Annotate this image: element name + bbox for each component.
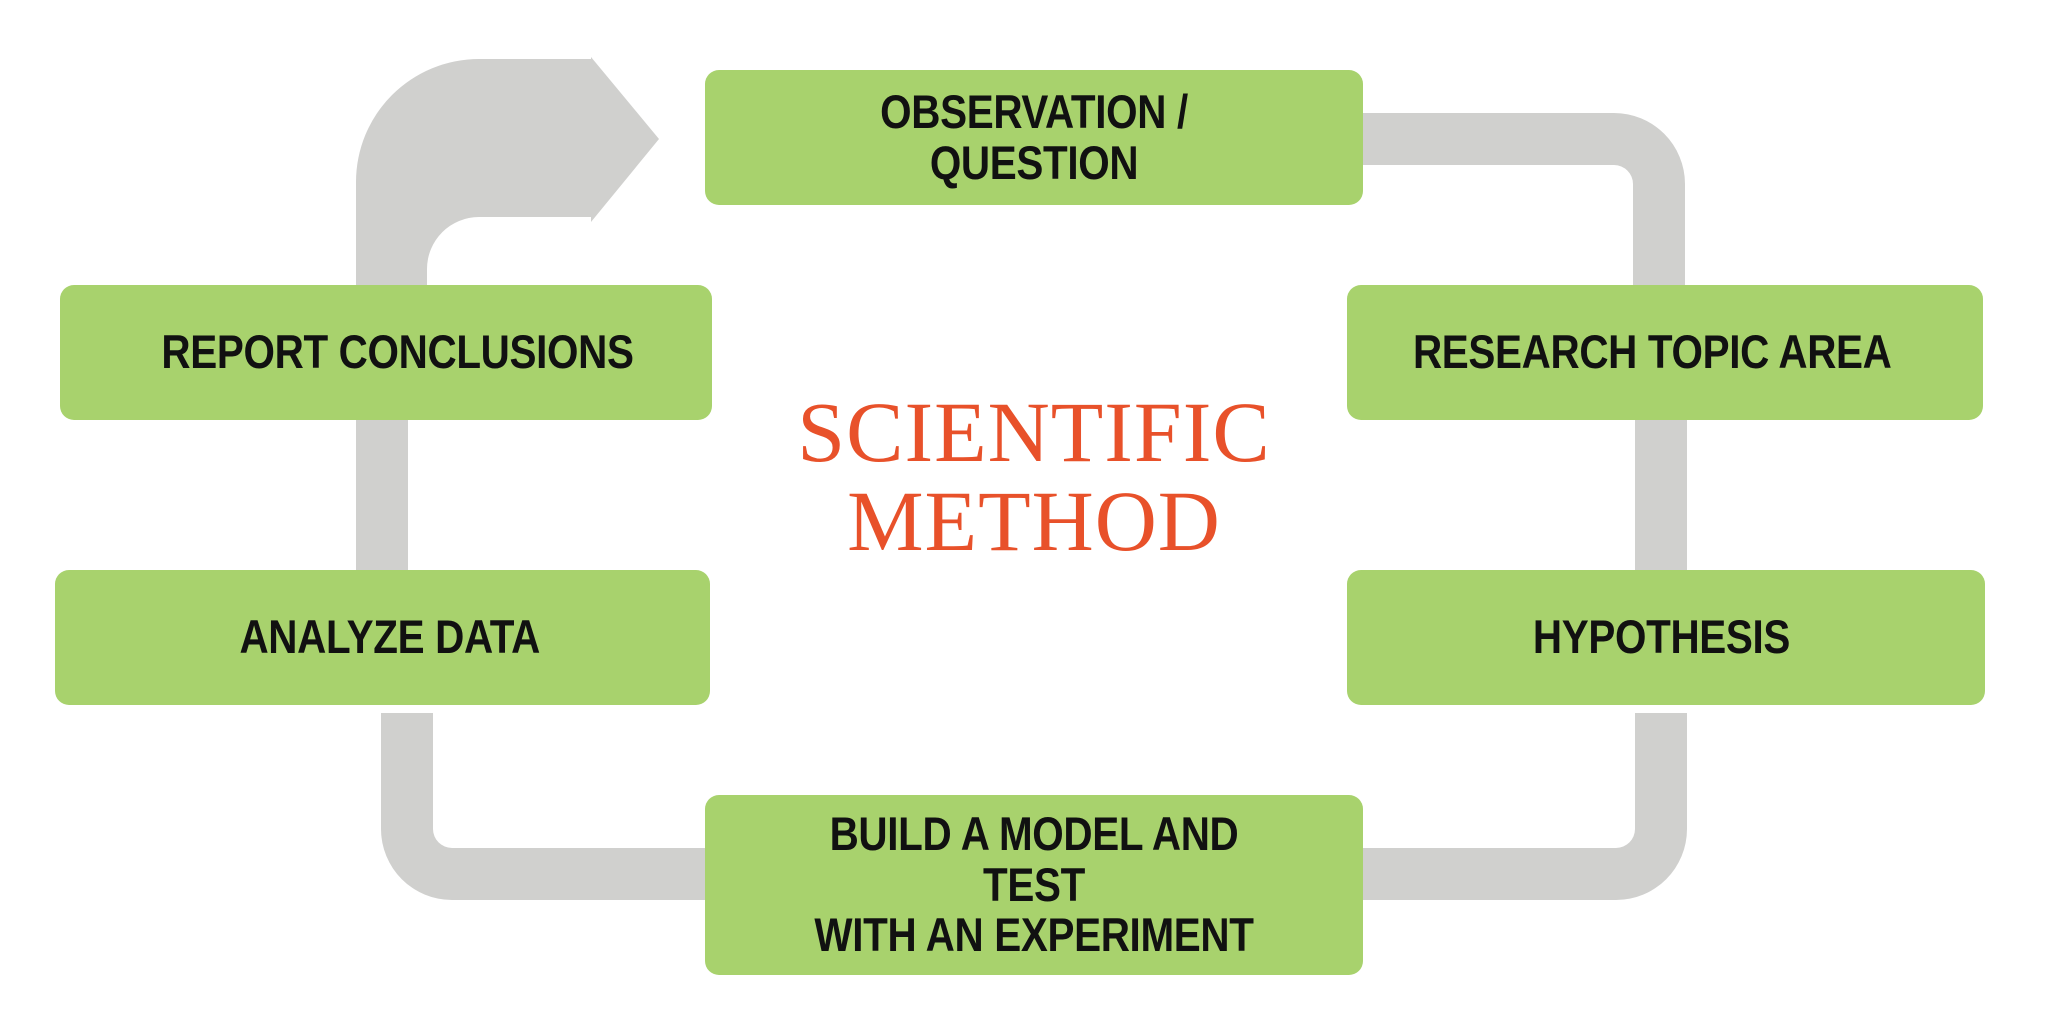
- step-label-hypothesis: HYPOTHESIS: [1532, 610, 1790, 664]
- step-label-observation: OBSERVATION / QUESTION: [880, 84, 1188, 189]
- connector-hypothesis-to-build: [1363, 713, 1687, 900]
- step-label-build-model: BUILD A MODEL AND TEST WITH AN EXPERIMEN…: [814, 806, 1254, 962]
- step-label-analyze-data: ANALYZE DATA: [239, 610, 540, 664]
- step-box-build-model[interactable]: BUILD A MODEL AND TEST WITH AN EXPERIMEN…: [705, 795, 1363, 975]
- connector-analyze-to-report: [356, 410, 408, 592]
- step-label-research: RESEARCH TOPIC AREA: [1412, 325, 1892, 379]
- connector-report-to-observation: [356, 57, 659, 300]
- step-box-hypothesis[interactable]: HYPOTHESIS: [1347, 570, 1985, 705]
- connector-observation-to-research: [1363, 113, 1685, 300]
- step-box-report-conclusions[interactable]: REPORT CONCLUSIONS: [60, 285, 712, 420]
- connector-build-to-analyze: [381, 713, 705, 900]
- step-box-research[interactable]: RESEARCH TOPIC AREA: [1347, 285, 1983, 420]
- step-box-observation[interactable]: OBSERVATION / QUESTION: [705, 70, 1363, 205]
- step-label-report-conclusions: REPORT CONCLUSIONS: [160, 325, 634, 379]
- diagram-title: SCIENTIFIC METHOD: [797, 384, 1271, 569]
- step-box-analyze-data[interactable]: ANALYZE DATA: [55, 570, 710, 705]
- connector-research-to-hypothesis: [1635, 410, 1687, 592]
